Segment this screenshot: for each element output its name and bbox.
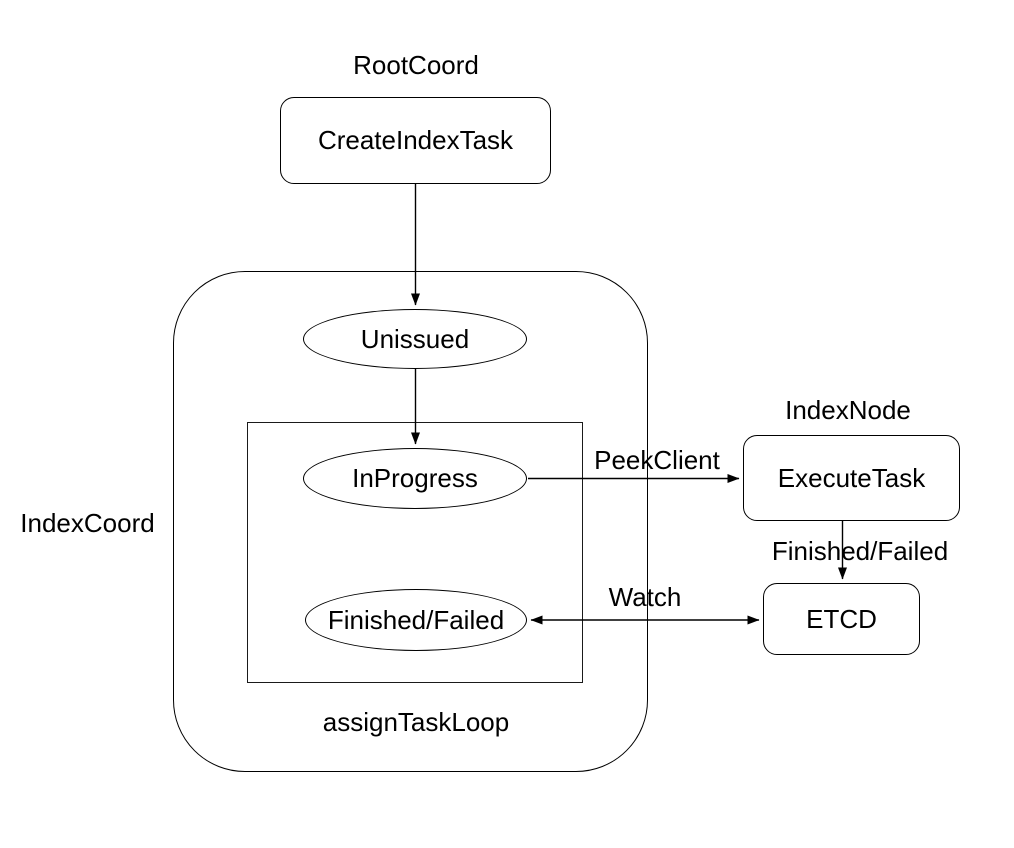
- group-label-assign-task-loop: assignTaskLoop: [322, 707, 510, 737]
- node-unissued: Unissued: [303, 309, 527, 369]
- node-create-index-task: CreateIndexTask: [280, 97, 551, 184]
- node-execute-task: ExecuteTask: [743, 435, 960, 521]
- edge-label-peek-client: PeekClient: [594, 445, 720, 475]
- node-finished-failed: Finished/Failed: [305, 589, 527, 651]
- group-label-index-coord: IndexCoord: [20, 508, 155, 538]
- edge-label-finished-failed: Finished/Failed: [771, 536, 949, 566]
- node-etcd: ETCD: [763, 583, 920, 655]
- node-in-progress: InProgress: [303, 448, 527, 509]
- group-label-index-node: IndexNode: [785, 395, 911, 425]
- group-label-rootcoord: RootCoord: [353, 50, 479, 80]
- edge-label-watch: Watch: [608, 582, 682, 612]
